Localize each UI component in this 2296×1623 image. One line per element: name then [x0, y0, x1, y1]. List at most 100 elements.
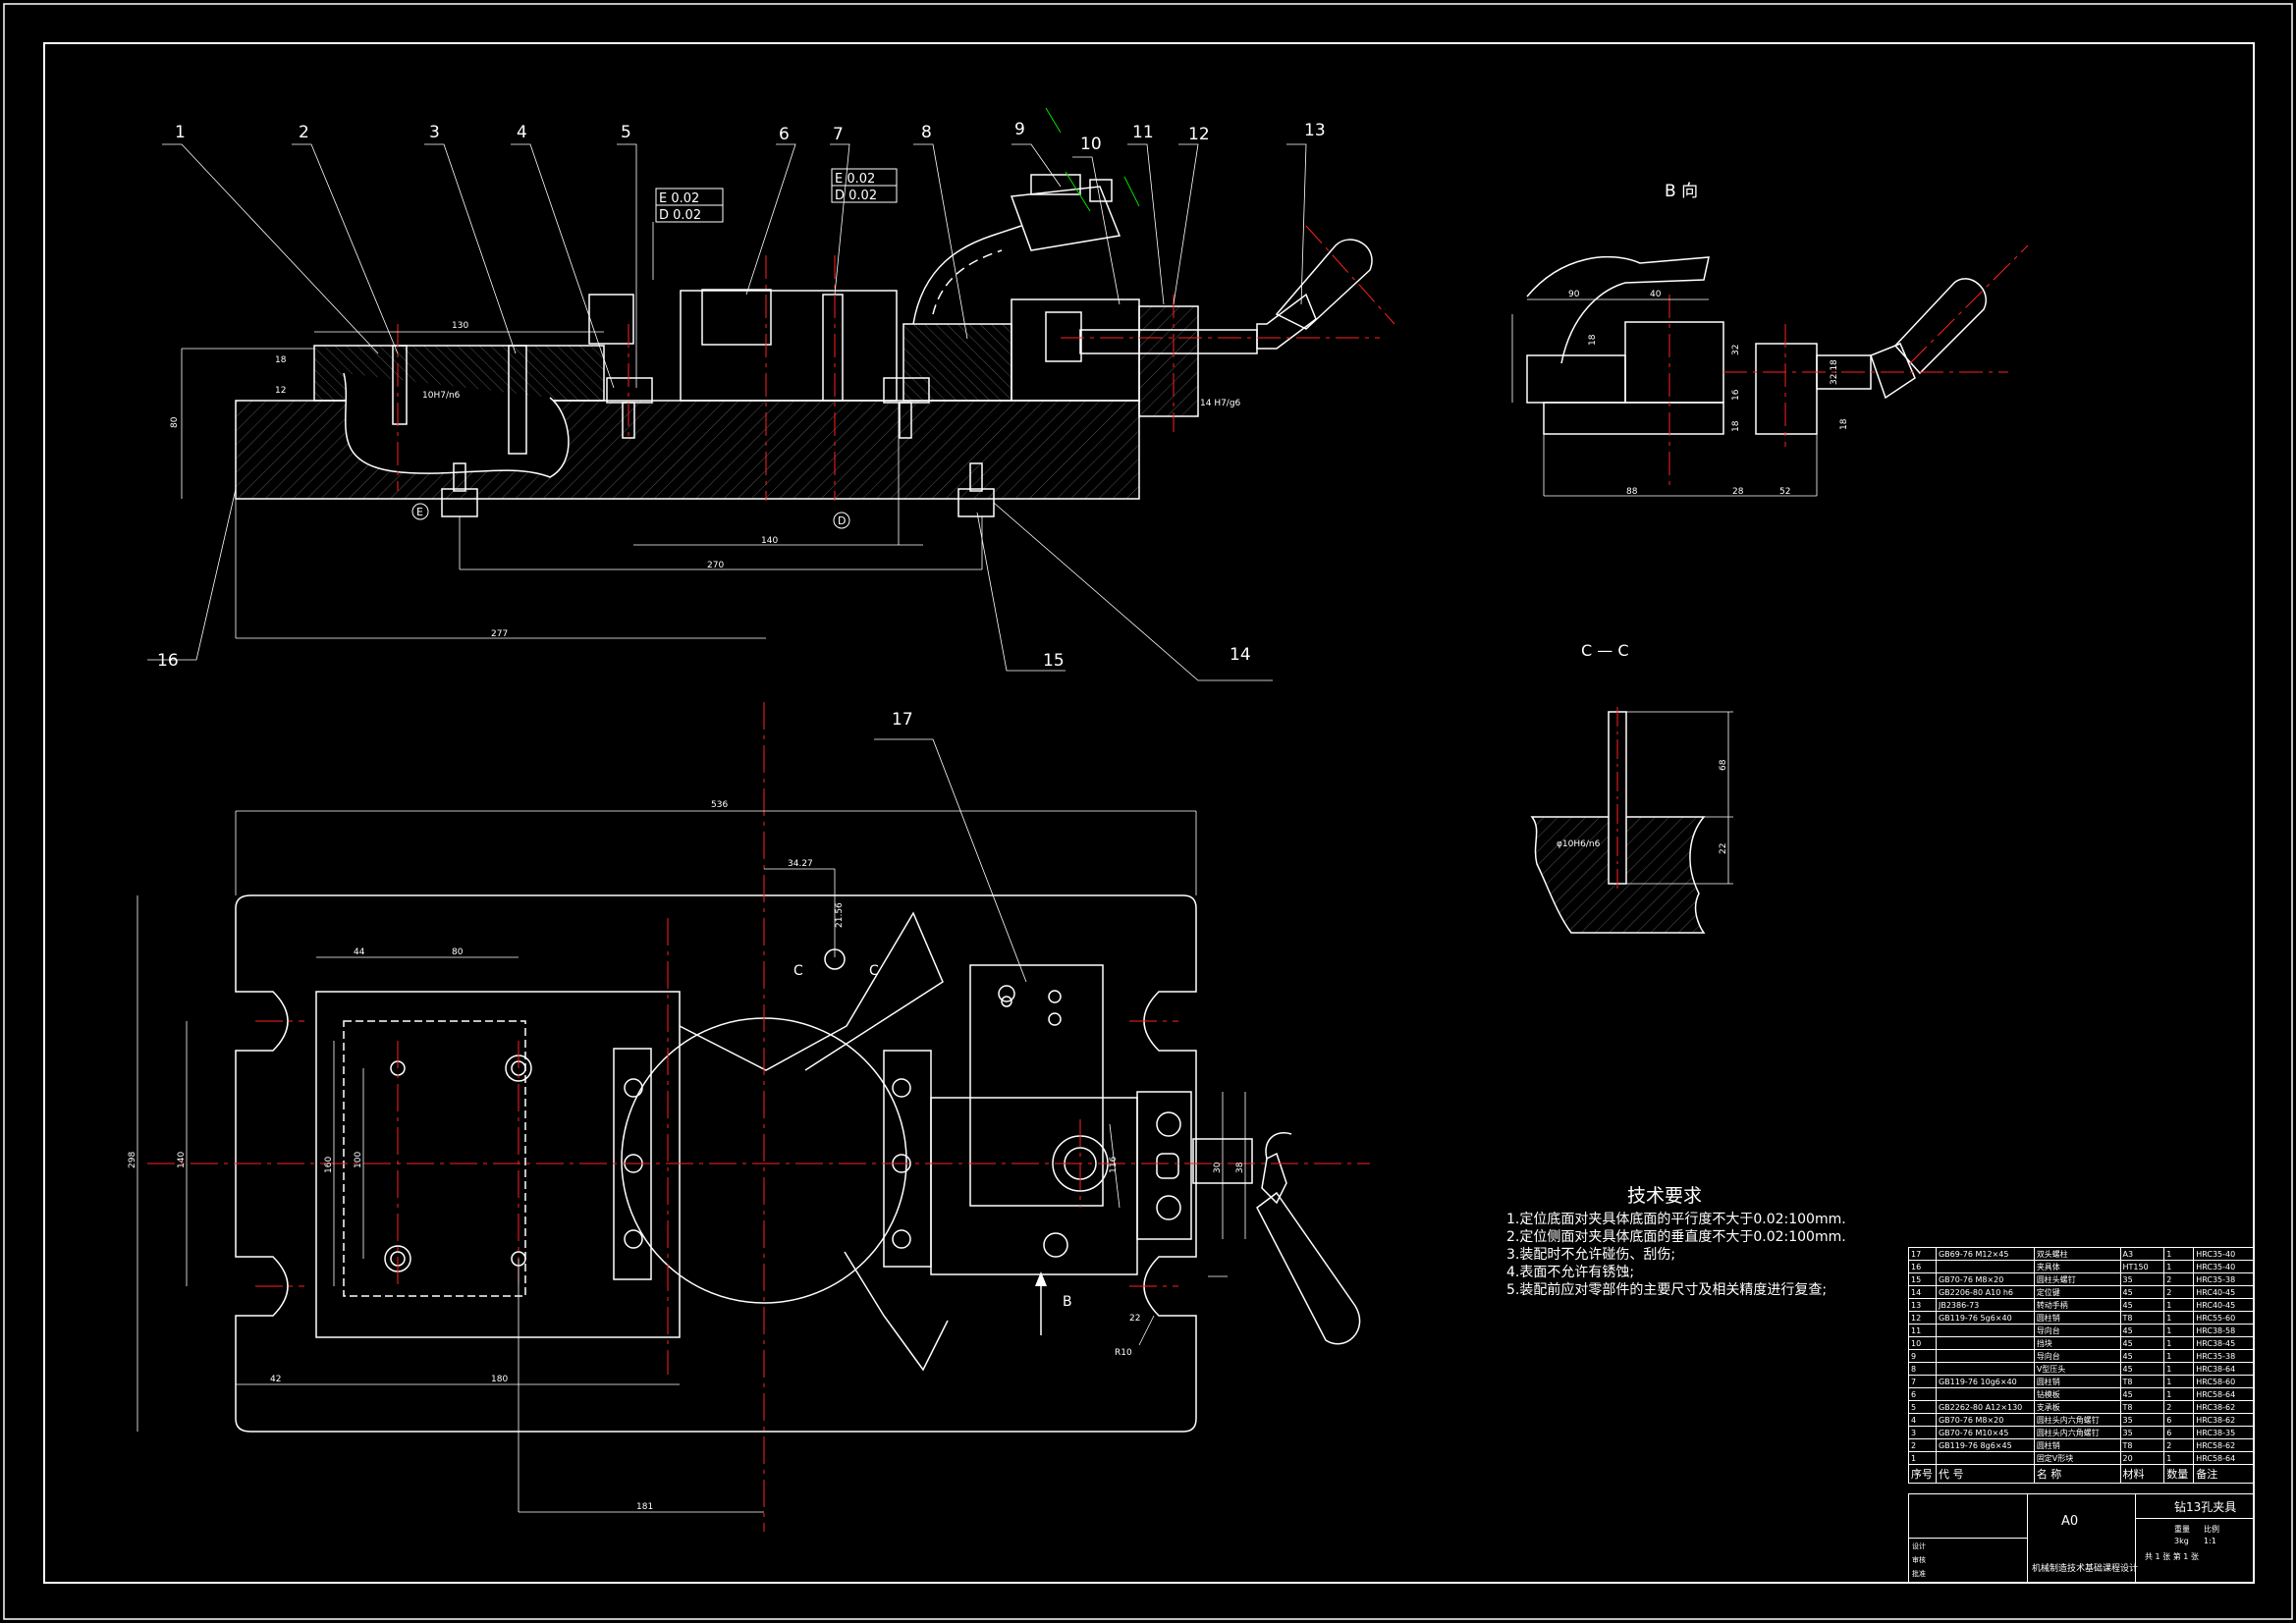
bom-cell: HRC55-60 [2193, 1311, 2254, 1325]
b-view-label: B 向 [1665, 182, 1698, 201]
plan-centerlines [147, 702, 1370, 1532]
svg-text:40: 40 [1650, 290, 1662, 299]
left-support-plate [315, 991, 681, 1338]
bom-cell [1935, 1324, 2035, 1337]
bom-cell: 20 [2119, 1451, 2165, 1465]
balloon-7: 7 [833, 125, 844, 144]
svg-text:140: 140 [761, 536, 778, 546]
bom-cell: HRC35-38 [2193, 1272, 2254, 1286]
front-dimension-texts: 130 18 12 80 10H7/n6 270 140 277 14 H7/g… [170, 321, 1241, 639]
bom-cell: 1 [2163, 1387, 2195, 1401]
svg-text:C: C [869, 963, 879, 979]
svg-text:80: 80 [170, 416, 180, 428]
svg-text:22: 22 [1129, 1314, 1140, 1324]
bom-cell: 13 [1908, 1298, 1937, 1312]
bom-cell: 6 [2163, 1426, 2195, 1439]
bom-cell: 35 [2119, 1426, 2165, 1439]
bom-cell: 4 [1908, 1413, 1937, 1427]
c-section [1530, 711, 1733, 934]
green-annotations [1045, 107, 1140, 212]
c-section-dimension-texts: φ10H6/n6 68 22 [1557, 759, 1728, 854]
bom-header-row: 序号代 号名 称材料数量备注 [1908, 1464, 2254, 1484]
bom-cell: 16 [1908, 1260, 1937, 1273]
svg-text:14 H7/g6: 14 H7/g6 [1200, 399, 1241, 408]
bom-cell: T8 [2119, 1375, 2165, 1388]
approver-label: 批准 [1912, 1570, 1926, 1578]
bom-cell: 5 [1908, 1400, 1937, 1414]
tech-requirements-list: 1.定位底面对夹具体底面的平行度不大于0.02:100mm. 2.定位侧面对夹具… [1506, 1211, 1846, 1299]
bom-header-cell: 序号 [1908, 1464, 1937, 1484]
broken-out-section [343, 372, 570, 478]
svg-text:B: B [1063, 1294, 1072, 1310]
balloon-numbers: 1 2 3 4 5 6 7 8 9 10 11 12 13 14 15 16 1… [157, 120, 1326, 730]
svg-text:22: 22 [1719, 843, 1728, 854]
bom-cell: GB2262-80 A12×130 [1935, 1400, 2035, 1414]
bom-cell: HRC38-62 [2193, 1400, 2254, 1414]
bom-cell: T8 [2119, 1438, 2165, 1452]
bom-cell: 1 [2163, 1260, 2195, 1273]
svg-text:180: 180 [491, 1375, 508, 1384]
bom-cell: 2 [1908, 1438, 1937, 1452]
svg-text:E: E [416, 506, 423, 518]
bom-header-cell: 材料 [2119, 1464, 2165, 1484]
svg-text:88: 88 [1626, 487, 1638, 497]
bom-header-cell: 代 号 [1935, 1464, 2035, 1484]
svg-text:18: 18 [1839, 418, 1849, 430]
bom-cell: 导向台 [2033, 1349, 2121, 1363]
bom-cell: 1 [2163, 1375, 2195, 1388]
bom-cell: 支承板 [2033, 1400, 2121, 1414]
bom-cell: 2 [2163, 1438, 2195, 1452]
balloon-1: 1 [175, 123, 186, 142]
bom-cell: 35 [2119, 1272, 2165, 1286]
bom-cell: GB119-76 8g6×45 [1935, 1438, 2035, 1452]
svg-text:90: 90 [1568, 290, 1580, 299]
bom-cell: 45 [2119, 1324, 2165, 1337]
svg-text:80: 80 [452, 947, 464, 957]
c-section-label: C — C [1581, 641, 1629, 660]
bom-cell [1935, 1387, 2035, 1401]
bom-cell: 14 [1908, 1285, 1937, 1299]
bom-cell: 圆柱销 [2033, 1311, 2121, 1325]
svg-text:28: 28 [1732, 487, 1744, 497]
bom-cell: 导向台 [2033, 1324, 2121, 1337]
balloon-4: 4 [517, 123, 527, 142]
svg-text:16: 16 [1731, 389, 1741, 401]
bom-cell: JB2386-73 [1935, 1298, 2035, 1312]
bom-cell: T8 [2119, 1400, 2165, 1414]
weight: 3kg [2174, 1537, 2189, 1545]
balloon-9: 9 [1014, 120, 1025, 139]
svg-text:D 0.02: D 0.02 [659, 208, 701, 223]
bom-cell: HT150 [2119, 1260, 2165, 1273]
svg-text:42: 42 [270, 1375, 281, 1384]
designer-label: 设计 [1912, 1542, 1926, 1550]
bom-cell: 45 [2119, 1349, 2165, 1363]
bom-cell: GB119-76 5g6×40 [1935, 1311, 2035, 1325]
svg-text:181: 181 [636, 1502, 653, 1512]
outer-border [3, 3, 2293, 1620]
b-view-dimension-texts: 90 40 18 32 16 18 18 32.18 88 28 52 [1568, 290, 1849, 497]
svg-text:32.18: 32.18 [1830, 359, 1839, 385]
balloon-17: 17 [892, 710, 913, 730]
bom-cell: 17 [1908, 1247, 1937, 1261]
tech-requirement-item: 2.定位侧面对夹具体底面的垂直度不大于0.02:100mm. [1506, 1229, 1846, 1245]
handle-grip [1275, 239, 1373, 330]
front-dimension-lines [181, 331, 983, 639]
bom-cell: 固定V形块 [2033, 1451, 2121, 1465]
bom-cell: GB70-76 M10×45 [1935, 1426, 2035, 1439]
balloon-10: 10 [1080, 135, 1102, 154]
svg-text:10H7/n6: 10H7/n6 [422, 391, 461, 401]
course-name: 机械制造技术基础课程设计 [2032, 1564, 2139, 1574]
balloon-6: 6 [779, 125, 790, 144]
svg-text:D 0.02: D 0.02 [835, 189, 877, 203]
part-name: 钻13孔夹具 [2174, 1500, 2237, 1514]
scale: 1:1 [2204, 1537, 2216, 1545]
